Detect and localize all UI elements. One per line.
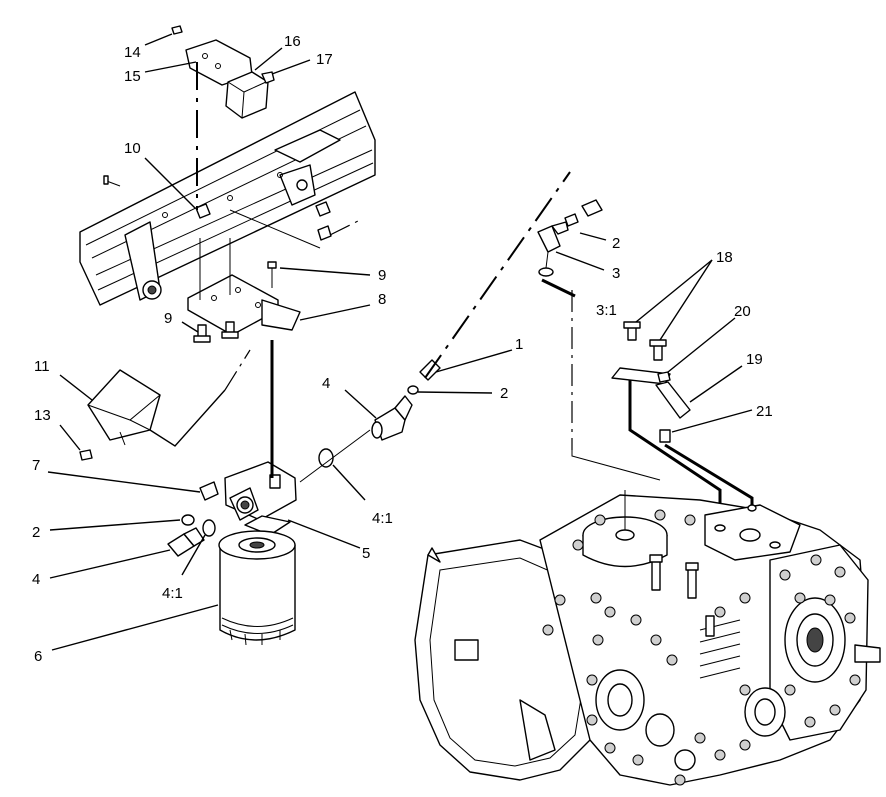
oil-filter (218, 530, 296, 646)
pressure-switch (537, 199, 603, 277)
callout-4-1-left: 4:1 (162, 585, 183, 602)
switch-leader (571, 450, 661, 481)
callout-20: 20 (734, 303, 751, 320)
module-wire (149, 389, 226, 447)
sensor-bracket (611, 321, 691, 443)
leader-lines (47, 33, 753, 651)
callout-2-top: 2 (612, 235, 620, 252)
callout-4-1-right: 4:1 (372, 510, 393, 527)
centerline-long (424, 171, 571, 379)
callout-17: 17 (316, 51, 333, 68)
callout-11: 11 (34, 358, 50, 375)
frame-rail (79, 91, 376, 306)
centerline-module (224, 349, 251, 391)
callout-7: 7 (32, 457, 40, 474)
centerline-mid (299, 429, 371, 483)
callout-9-left: 9 (164, 310, 172, 327)
callout-4-mid: 4 (322, 375, 330, 392)
control-module (79, 369, 161, 461)
mounting-plate (187, 238, 301, 343)
callout-15: 15 (124, 68, 141, 85)
fitting-left (167, 481, 219, 557)
callout-6: 6 (34, 648, 42, 665)
callout-1: 1 (515, 336, 523, 353)
callout-5: 5 (362, 545, 370, 562)
fitting-mid (318, 359, 441, 468)
callout-3-1: 3:1 (596, 302, 617, 319)
relay (225, 71, 275, 119)
callout-2-mid: 2 (500, 385, 508, 402)
callout-21: 21 (756, 403, 773, 420)
relay-bracket (171, 25, 253, 86)
frame-bolts (195, 201, 361, 249)
callout-13: 13 (34, 407, 51, 424)
callout-10: 10 (124, 140, 141, 157)
callout-9-right: 9 (378, 267, 386, 284)
callout-14: 14 (124, 44, 141, 61)
callout-18: 18 (716, 249, 733, 266)
callout-2-left: 2 (32, 524, 40, 541)
transmission-housing (414, 490, 881, 786)
callout-8: 8 (378, 291, 386, 308)
callout-3: 3 (612, 265, 620, 282)
callout-16: 16 (284, 33, 301, 50)
callout-19: 19 (746, 351, 763, 368)
callout-labels: 14 15 16 17 10 9 8 9 11 13 7 2 4 4:1 6 5… (32, 33, 773, 665)
switch-line (541, 278, 576, 298)
filter-head (224, 461, 297, 536)
callout-4-left: 4 (32, 571, 40, 588)
